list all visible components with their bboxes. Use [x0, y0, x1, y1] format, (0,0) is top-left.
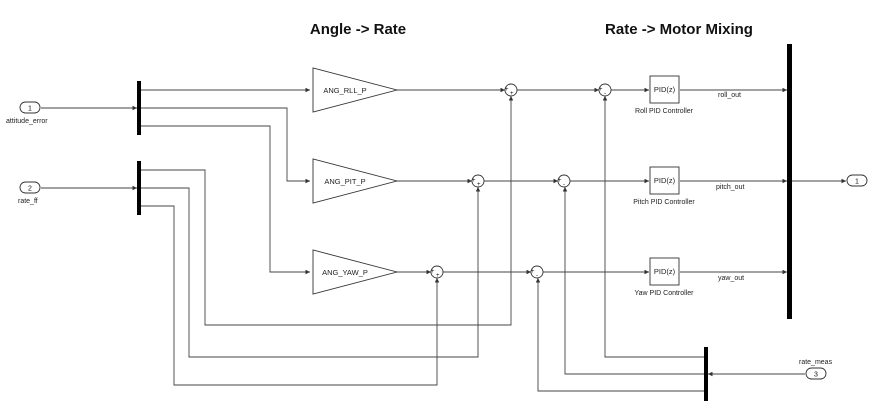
pid-label: Yaw PID Controller — [634, 290, 694, 297]
svg-text:ANG_RLL_P: ANG_RLL_P — [323, 86, 366, 95]
pid-label: Pitch PID Controller — [633, 199, 695, 206]
inport-rate-ff[interactable]: 2 rate_ff — [18, 181, 41, 205]
yaw-pid-controller[interactable]: PID(z) Yaw PID Controller — [634, 257, 694, 297]
svg-text:1: 1 — [28, 106, 32, 113]
svg-text:+: + — [472, 178, 476, 184]
svg-text:3: 3 — [814, 372, 818, 379]
signal-label-pitch-out: pitch_out — [716, 184, 744, 191]
inport-label: rate_meas — [799, 359, 833, 366]
signal-lines — [41, 87, 846, 392]
demux-rate-ff[interactable] — [137, 161, 141, 215]
gain-ang-pit-p[interactable]: ANG_PIT_P — [312, 158, 399, 204]
svg-text:1: 1 — [855, 179, 859, 186]
pid-label: Roll PID Controller — [635, 108, 694, 115]
svg-text:+: + — [477, 182, 481, 188]
sum-roll-ff[interactable]: + + — [504, 83, 518, 97]
svg-text:PID(z): PID(z) — [654, 176, 676, 185]
svg-text:-: - — [604, 91, 606, 97]
svg-text:PID(z): PID(z) — [654, 85, 676, 94]
title-angle-to-rate: Angle -> Rate — [310, 21, 406, 38]
sum-pitch-error[interactable]: + - — [557, 174, 571, 188]
svg-text:+: + — [558, 178, 562, 184]
svg-text:+: + — [505, 87, 509, 93]
svg-text:+: + — [436, 273, 440, 279]
sum-yaw-error[interactable]: + - — [530, 265, 544, 279]
svg-text:ANG_PIT_P: ANG_PIT_P — [324, 177, 365, 186]
sum-roll-error[interactable]: + - — [598, 83, 612, 97]
inport-rate-meas[interactable]: 3 rate_meas — [799, 359, 833, 380]
mux-output[interactable] — [787, 44, 792, 319]
outport-1[interactable]: 1 — [846, 174, 868, 187]
svg-text:+: + — [599, 87, 603, 93]
sum-pitch-ff[interactable]: + + — [471, 174, 485, 188]
svg-text:+: + — [431, 269, 435, 275]
svg-text:-: - — [563, 182, 565, 188]
title-rate-to-motor-mixing: Rate -> Motor Mixing — [605, 21, 753, 38]
svg-text:+: + — [531, 269, 535, 275]
inport-attitude-error[interactable]: 1 attitude_error — [6, 101, 48, 125]
svg-text:PID(z): PID(z) — [654, 267, 676, 276]
gain-ang-rll-p[interactable]: ANG_RLL_P — [312, 67, 399, 113]
pitch-pid-controller[interactable]: PID(z) Pitch PID Controller — [633, 166, 695, 206]
demux-rate-meas[interactable] — [704, 347, 708, 401]
signal-label-roll-out: roll_out — [718, 92, 741, 99]
svg-text:2: 2 — [28, 186, 32, 193]
svg-text:-: - — [536, 273, 538, 279]
roll-pid-controller[interactable]: PID(z) Roll PID Controller — [635, 75, 694, 115]
signal-label-yaw-out: yaw_out — [718, 275, 744, 282]
inport-label: attitude_error — [6, 118, 48, 125]
demux-attitude-error[interactable] — [137, 81, 141, 135]
svg-text:+: + — [510, 91, 514, 97]
sum-yaw-ff[interactable]: + + — [430, 265, 444, 279]
inport-label: rate_ff — [18, 198, 38, 205]
gain-ang-yaw-p[interactable]: ANG_YAW_P — [312, 249, 399, 295]
svg-text:ANG_YAW_P: ANG_YAW_P — [322, 268, 368, 277]
